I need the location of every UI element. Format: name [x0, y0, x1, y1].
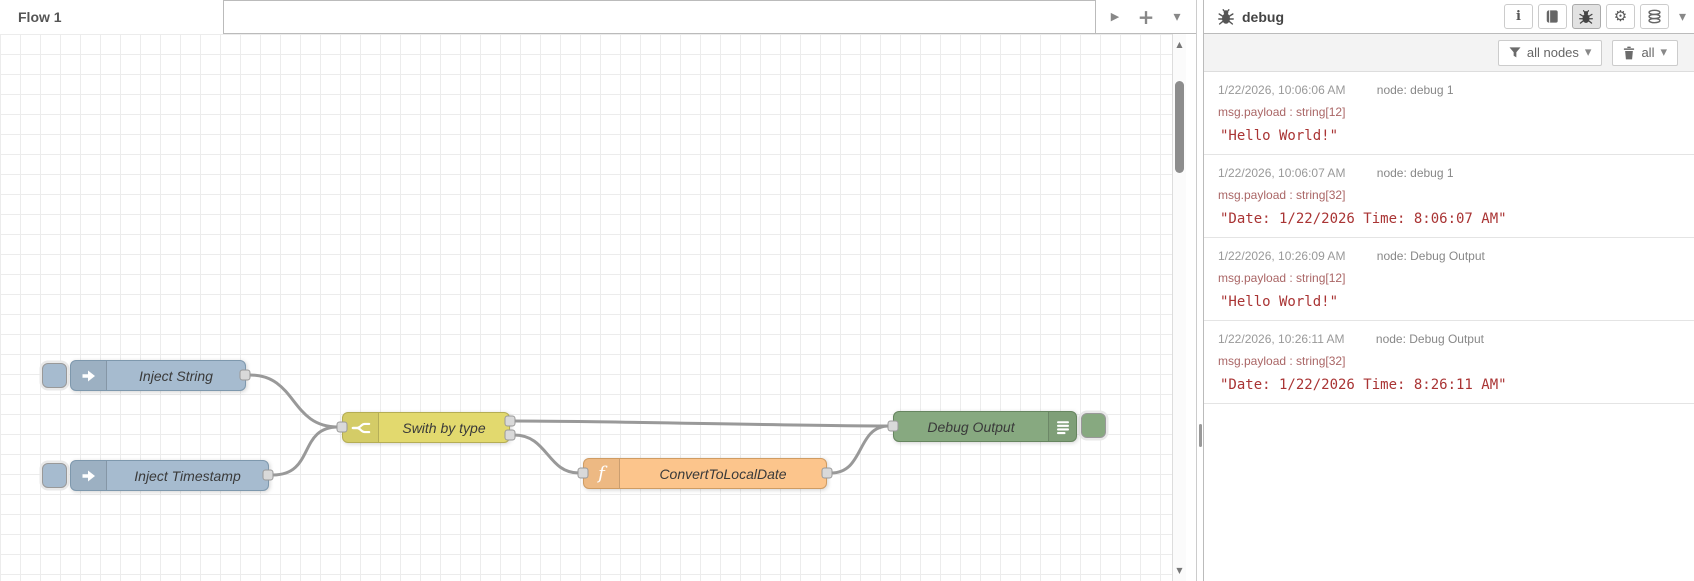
- filter-label: all nodes: [1526, 45, 1579, 60]
- message-timestamp: 1/22/2026, 10:26:09 AM: [1218, 249, 1346, 263]
- tabbar-actions: ▶ + ▾: [1095, 0, 1196, 33]
- node-inject-string[interactable]: Inject String: [70, 360, 246, 391]
- debug-message[interactable]: 1/22/2026, 10:26:11 AM node: Debug Outpu…: [1204, 321, 1694, 404]
- clear-messages-dropdown[interactable]: all ▾: [1612, 39, 1678, 66]
- tab-debug[interactable]: [1571, 4, 1601, 29]
- node-switch[interactable]: Swith by type: [342, 412, 510, 443]
- bug-icon: [1218, 8, 1234, 25]
- flow-canvas[interactable]: Flow 1 ▶ + ▾: [0, 0, 1196, 581]
- bug-icon: [1579, 9, 1594, 24]
- message-value[interactable]: "Date: 1/22/2026 Time: 8:06:07 AM": [1220, 211, 1507, 227]
- flow-menu-icon[interactable]: ▾: [1165, 5, 1189, 29]
- gear-icon: ⚙: [1613, 7, 1628, 25]
- message-timestamp: 1/22/2026, 10:06:06 AM: [1218, 83, 1346, 97]
- debug-message-list[interactable]: 1/22/2026, 10:06:06 AM node: debug 1 msg…: [1204, 72, 1694, 404]
- node-label: Inject Timestamp: [134, 467, 241, 484]
- debug-message[interactable]: 1/22/2026, 10:26:09 AM node: Debug Outpu…: [1204, 238, 1694, 321]
- tab-help[interactable]: [1537, 4, 1567, 29]
- filter-funnel-icon: [1509, 47, 1521, 58]
- message-property[interactable]: msg.payload : string[32]: [1218, 188, 1346, 202]
- tab-info[interactable]: i: [1503, 4, 1533, 29]
- message-node-name: node: debug 1: [1376, 83, 1454, 97]
- tabbar-empty-strip: [224, 0, 1196, 34]
- message-value[interactable]: "Date: 1/22/2026 Time: 8:26:11 AM": [1220, 377, 1507, 393]
- message-property[interactable]: msg.payload : string[32]: [1218, 354, 1346, 368]
- chevron-down-icon: ▾: [1660, 45, 1667, 60]
- message-timestamp: 1/22/2026, 10:26:11 AM: [1218, 332, 1345, 346]
- chevron-down-icon: ▾: [1584, 45, 1592, 60]
- canvas-vertical-scrollbar[interactable]: ▲ ▼: [1172, 34, 1186, 581]
- debug-toggle-button[interactable]: [1081, 413, 1106, 438]
- inject-arrow-icon: [71, 361, 107, 390]
- sidebar-tabs: i: [1503, 4, 1694, 29]
- debug-message[interactable]: 1/22/2026, 10:06:06 AM node: debug 1 msg…: [1204, 72, 1694, 155]
- database-icon: [1648, 9, 1661, 24]
- scroll-down-icon[interactable]: ▼: [1176, 566, 1183, 575]
- debug-toolbar: all nodes ▾ all ▾: [1204, 34, 1694, 72]
- message-node-name: node: Debug Output: [1376, 249, 1485, 263]
- add-flow-icon[interactable]: +: [1134, 5, 1158, 29]
- scrollbar-thumb[interactable]: [1175, 81, 1184, 173]
- inject-arrow-icon: [71, 461, 107, 490]
- info-icon: i: [1515, 9, 1521, 24]
- message-property[interactable]: msg.payload : string[12]: [1218, 271, 1346, 285]
- message-value[interactable]: "Hello World!": [1220, 128, 1339, 144]
- tab-context-data[interactable]: [1639, 4, 1669, 29]
- node-debug-output[interactable]: Debug Output: [893, 411, 1077, 442]
- debug-sidebar: debug i: [1204, 0, 1694, 581]
- sidebar-menu-icon[interactable]: ▾: [1678, 8, 1686, 25]
- sidebar-title: debug: [1242, 8, 1284, 25]
- sidebar-header: debug i: [1204, 0, 1694, 34]
- node-label: Swith by type: [402, 419, 486, 436]
- debug-list-icon: [1048, 412, 1076, 441]
- resize-grip: [1199, 424, 1202, 447]
- tab-config-nodes[interactable]: ⚙: [1605, 4, 1635, 29]
- flow-tabbar: Flow 1 ▶ + ▾: [0, 0, 1196, 34]
- inject-string-trigger-button[interactable]: [42, 363, 67, 388]
- switch-fork-icon: [343, 413, 379, 442]
- trash-icon: [1624, 46, 1635, 59]
- clear-label: all: [1641, 45, 1655, 60]
- filter-nodes-dropdown[interactable]: all nodes ▾: [1497, 39, 1603, 66]
- canvas-grid[interactable]: [0, 34, 1172, 581]
- message-value[interactable]: "Hello World!": [1220, 294, 1339, 310]
- sidebar-resize-handle[interactable]: [1196, 0, 1204, 581]
- function-icon: f: [584, 459, 620, 488]
- node-label: Inject String: [139, 367, 213, 384]
- message-node-name: node: Debug Output: [1375, 332, 1484, 346]
- message-node-name: node: debug 1: [1376, 166, 1454, 180]
- node-label: Debug Output: [927, 418, 1015, 435]
- message-timestamp: 1/22/2026, 10:06:07 AM: [1218, 166, 1346, 180]
- tab-scroll-right-icon[interactable]: ▶: [1103, 5, 1127, 29]
- book-icon: [1547, 10, 1559, 23]
- tab-flow-1[interactable]: Flow 1: [0, 0, 224, 34]
- message-property[interactable]: msg.payload : string[12]: [1218, 105, 1346, 119]
- scroll-up-icon[interactable]: ▲: [1176, 40, 1183, 49]
- node-label: ConvertToLocalDate: [659, 465, 787, 482]
- tab-flow-1-label: Flow 1: [18, 9, 62, 25]
- node-inject-timestamp[interactable]: Inject Timestamp: [70, 460, 269, 491]
- inject-timestamp-trigger-button[interactable]: [42, 463, 67, 488]
- node-function-convert[interactable]: f ConvertToLocalDate: [583, 458, 827, 489]
- debug-message[interactable]: 1/22/2026, 10:06:07 AM node: debug 1 msg…: [1204, 155, 1694, 238]
